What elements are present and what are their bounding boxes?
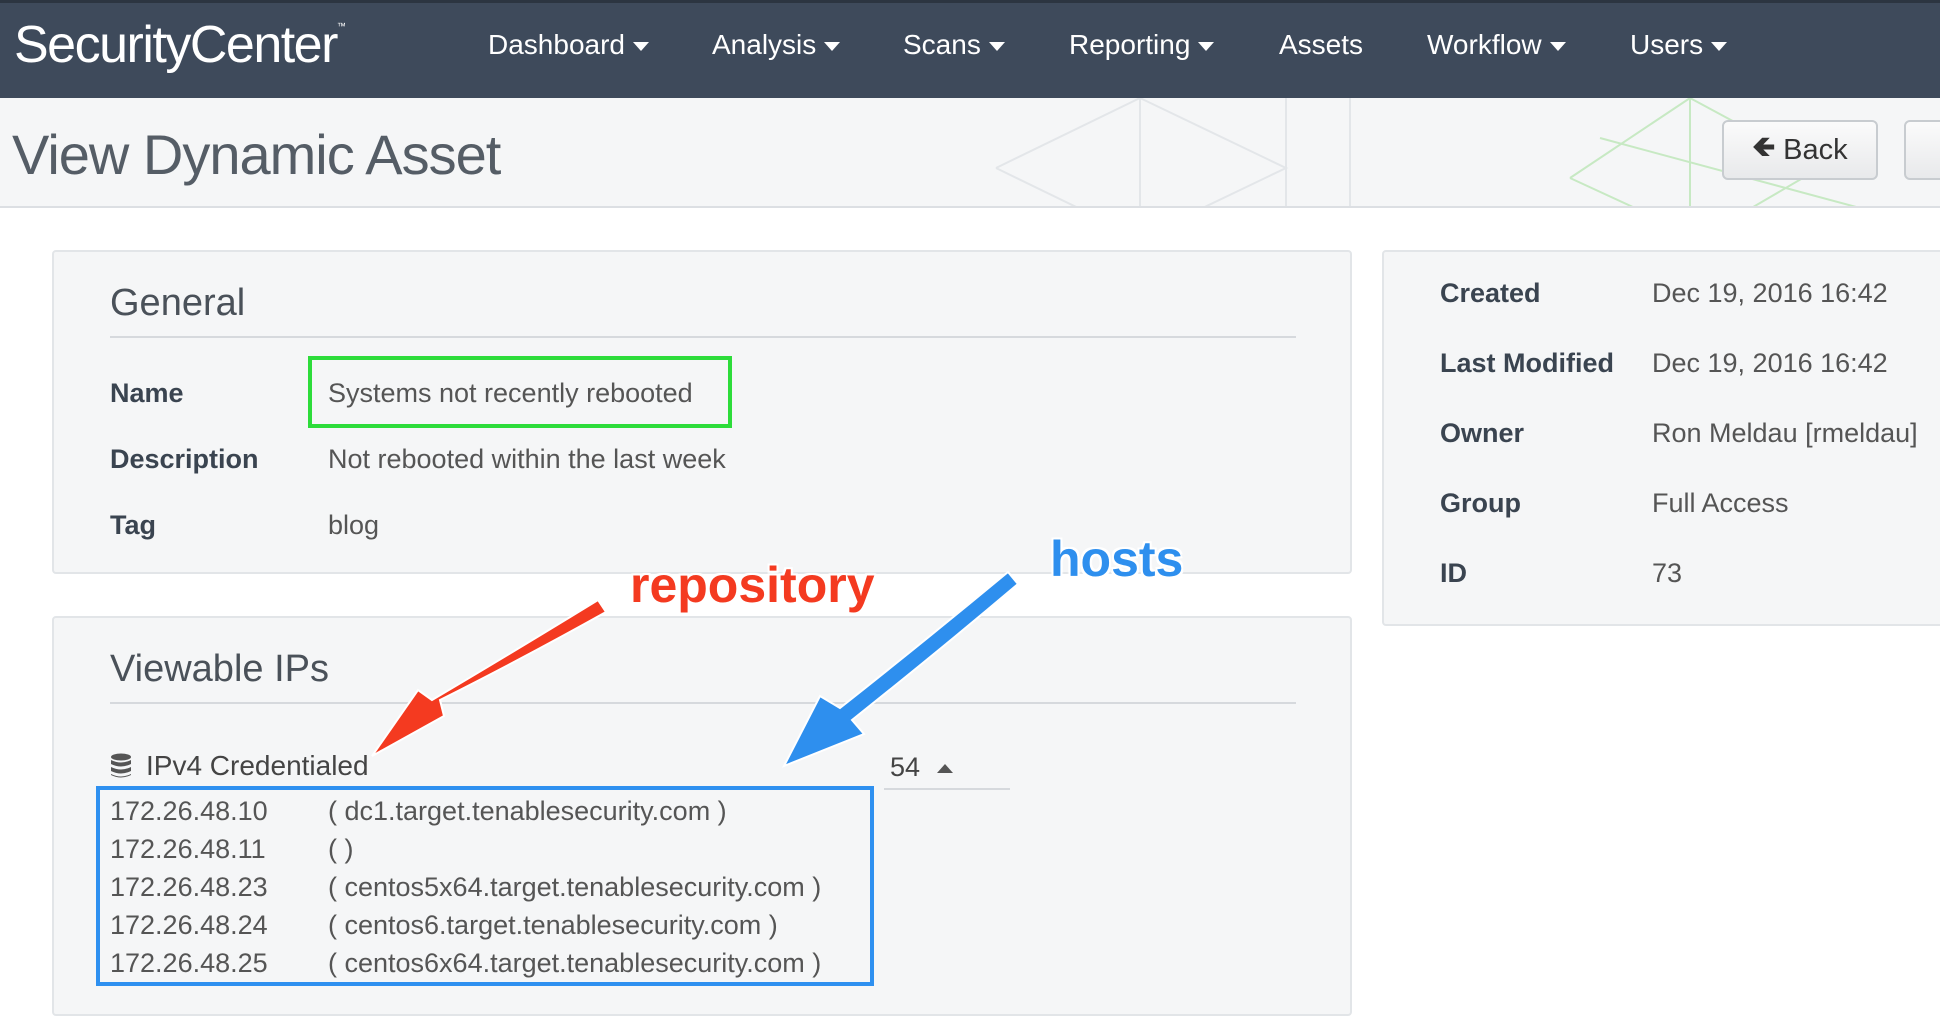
created-value: Dec 19, 2016 16:42 <box>1652 278 1888 308</box>
nav-workflow[interactable]: Workflow <box>1427 29 1566 61</box>
caret-down-icon <box>1711 42 1728 51</box>
tag-value: blog <box>328 510 380 540</box>
caret-down-icon <box>632 42 649 51</box>
annotation-arrows <box>371 570 1020 768</box>
host-name: ( centos5x64.target.tenablesecurity.com … <box>328 872 822 902</box>
nav-label: Dashboard <box>488 29 625 60</box>
description-label: Description <box>110 444 259 474</box>
logo-trademark: ™ <box>336 21 346 31</box>
nav-label: Assets <box>1279 29 1364 60</box>
back-button-label: Back <box>1783 133 1848 166</box>
owner-label: Owner <box>1440 418 1525 448</box>
group-label: Group <box>1440 488 1521 518</box>
caret-down-icon <box>1549 42 1566 51</box>
arrow-left-icon: 🡸 <box>1752 131 1776 162</box>
id-value: 73 <box>1652 558 1683 588</box>
nav-label: Analysis <box>712 29 817 60</box>
top-navbar: SecurityCenter™ Dashboard Analysis Scans… <box>0 0 1940 98</box>
name-label: Name <box>110 378 184 408</box>
section-divider <box>110 702 1296 704</box>
page-header: View Dynamic Asset 🡸 Back <box>0 98 1940 208</box>
caret-down-icon <box>824 42 841 51</box>
nav-users[interactable]: Users <box>1630 29 1728 61</box>
general-panel: General Name Systems not recently reboot… <box>52 250 1352 574</box>
host-ip: 172.26.48.10 <box>110 796 268 826</box>
nav-label: Reporting <box>1069 29 1191 60</box>
asset-meta-panel: Created Dec 19, 2016 16:42 Last Modified… <box>1382 250 1940 626</box>
owner-value: Ron Meldau [rmeldau] <box>1652 418 1918 448</box>
host-name: ( dc1.target.tenablesecurity.com ) <box>328 796 727 826</box>
host-ip: 172.26.48.24 <box>110 910 268 940</box>
general-title: General <box>110 282 246 324</box>
host-name: ( centos6x64.target.tenablesecurity.com … <box>328 948 822 978</box>
last-modified-value: Dec 19, 2016 16:42 <box>1652 348 1888 378</box>
host-ip: 172.26.48.25 <box>110 948 268 978</box>
toolbar-button[interactable] <box>1904 120 1940 180</box>
name-value: Systems not recently rebooted <box>328 378 693 408</box>
nav-analysis[interactable]: Analysis <box>712 29 841 61</box>
logo-text: SecurityCenter <box>14 16 338 74</box>
nav-assets[interactable]: Assets <box>1279 29 1363 61</box>
repository-arrow-icon <box>371 598 608 757</box>
repository-annotation: repository <box>630 557 875 613</box>
created-label: Created <box>1440 278 1541 308</box>
host-ip: 172.26.48.23 <box>110 872 268 902</box>
caret-down-icon <box>1198 42 1215 51</box>
host-ip: 172.26.48.11 <box>110 834 266 864</box>
hosts-highlight-box <box>96 786 874 986</box>
viewable-ips-panel: Viewable IPs IPv4 Credentialed 54 172.26… <box>52 616 1352 1016</box>
hosts-annotation: hosts <box>1050 531 1184 587</box>
database-icon <box>111 753 131 778</box>
nav-label: Users <box>1630 29 1704 60</box>
repository-name: IPv4 Credentialed <box>146 750 369 781</box>
tag-label: Tag <box>110 510 156 540</box>
host-name: ( ) <box>328 834 354 864</box>
nav-dashboard[interactable]: Dashboard <box>488 29 649 61</box>
count-divider <box>884 788 1010 790</box>
host-name: ( centos6.target.tenablesecurity.com ) <box>328 910 778 940</box>
id-label: ID <box>1440 558 1467 588</box>
host-count: 54 <box>890 752 921 782</box>
page-title: View Dynamic Asset <box>12 123 501 186</box>
nav-scans[interactable]: Scans <box>903 29 1005 61</box>
caret-up-icon[interactable] <box>937 764 953 773</box>
section-divider <box>110 336 1296 338</box>
hosts-arrow-icon <box>781 570 1020 768</box>
description-value: Not rebooted within the last week <box>328 444 726 474</box>
viewable-ips-title: Viewable IPs <box>110 648 329 690</box>
group-value: Full Access <box>1652 488 1789 518</box>
nav-reporting[interactable]: Reporting <box>1069 29 1215 61</box>
last-modified-label: Last Modified <box>1440 348 1614 378</box>
caret-down-icon <box>988 42 1005 51</box>
name-highlight-box <box>308 356 732 428</box>
repository-row[interactable]: IPv4 Credentialed <box>110 750 369 782</box>
nav-label: Workflow <box>1427 29 1542 60</box>
nav-label: Scans <box>903 29 981 60</box>
app-logo[interactable]: SecurityCenter™ <box>14 15 346 75</box>
back-button[interactable]: 🡸 Back <box>1722 120 1878 180</box>
